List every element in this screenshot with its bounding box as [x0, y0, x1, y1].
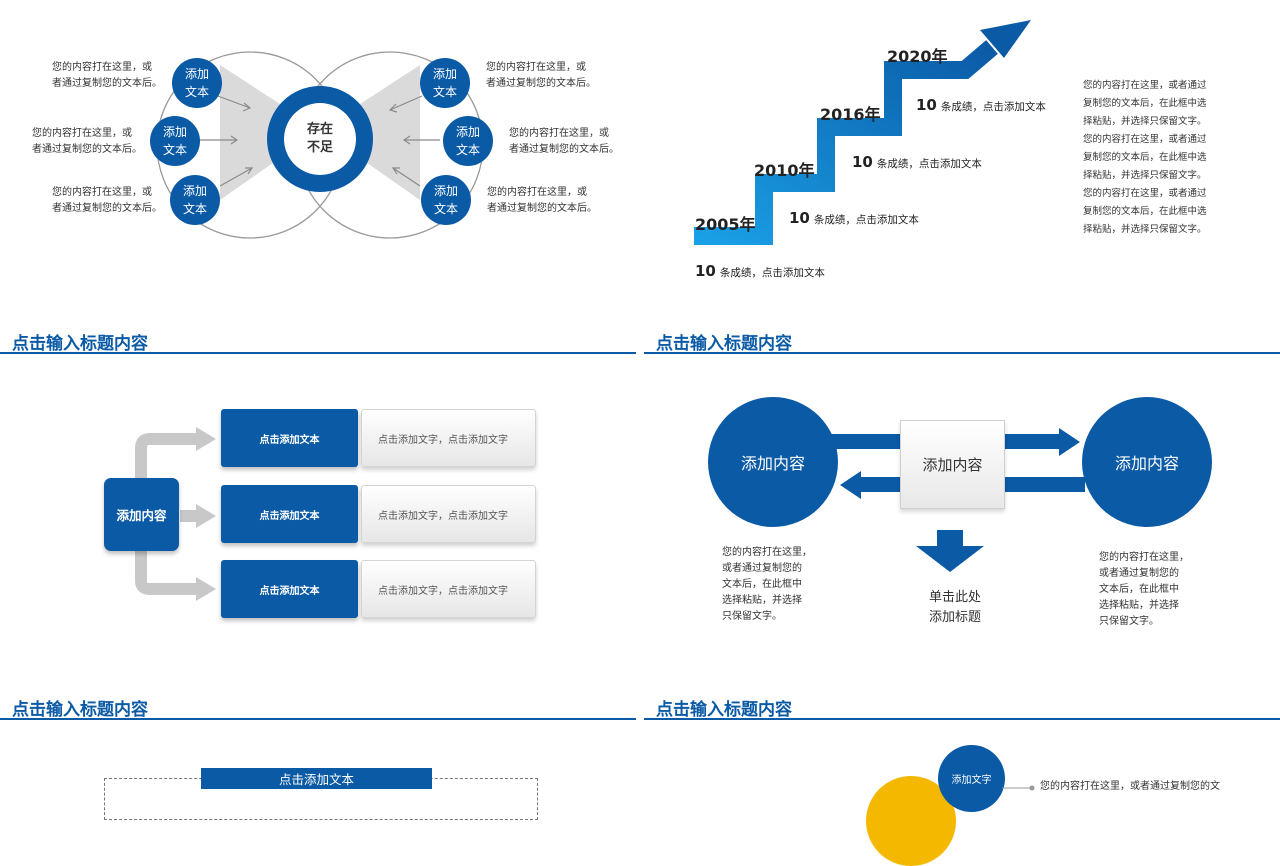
arrowhead-bottom [196, 577, 216, 601]
bottom-right-bar [1003, 477, 1085, 492]
timeline-side-text: 您的内容打在这里，或者通过复制您的文本后，在此框中选择粘贴，并选择只保留文字。 … [1083, 80, 1207, 235]
tree-row-2-desc: 点击添加文字，点击添加文字 [361, 485, 536, 543]
left-text-1: 您的内容打在这里，或者通过复制您的文本后。 [52, 62, 162, 89]
right-text-2: 您的内容打在这里，或者通过复制您的文本后。 [509, 128, 619, 155]
center-label: 存在 不足 [284, 103, 356, 175]
top-left-bar [830, 434, 900, 449]
small-circle-mr: 添加 文本 [443, 116, 493, 166]
tree-row-1-label: 点击添加文本 [221, 409, 358, 467]
connector-top [135, 433, 198, 478]
center-ring: 存在 不足 [267, 86, 373, 192]
section-rule-4 [644, 718, 1280, 720]
left-circle: 添加内容 [708, 397, 838, 527]
left-text-3: 您的内容打在这里，或者通过复制您的文本后。 [52, 187, 162, 214]
exchange-right-text: 您的内容打在这里，或者通过复制您的文本后，在此框中选择粘贴，并选择只保留文字。 [1099, 552, 1189, 627]
left-text-2: 您的内容打在这里，或者通过复制您的文本后。 [32, 128, 142, 155]
section-rule-3 [0, 718, 636, 720]
section-title-3: 点击输入标题内容 [12, 700, 148, 720]
year-2010: 2010年 [754, 161, 815, 180]
small-circle-tr: 添加 文本 [420, 58, 470, 108]
staircase-graphic [694, 20, 1031, 245]
callout-text: 您的内容打在这里，或者通过复制您的文 [1040, 781, 1220, 792]
tree-row-1-desc: 点击添加文字，点击添加文字 [361, 409, 536, 467]
section-rule-2 [644, 352, 1280, 354]
connector-bottom [135, 550, 198, 595]
bottom-left-bar [860, 477, 900, 492]
tree-row-3-desc: 点击添加文字，点击添加文字 [361, 560, 536, 618]
small-circle-br: 添加 文本 [421, 175, 471, 225]
right-text-3: 您的内容打在这里，或者通过复制您的文本后。 [487, 187, 597, 214]
right-arrowhead [1059, 428, 1080, 456]
tree-connectors [135, 427, 216, 601]
tree-row-3-label: 点击添加文本 [221, 560, 358, 618]
small-blue-circle: 添加文字 [938, 745, 1005, 812]
top-right-bar [1003, 434, 1061, 449]
header-box: 点击添加文本 [201, 768, 432, 789]
down-arrow [916, 530, 984, 572]
small-circle-ml: 添加 文本 [150, 116, 200, 166]
section-title-1: 点击输入标题内容 [12, 334, 148, 354]
arrowhead-mid [196, 504, 216, 528]
right-circle: 添加内容 [1082, 397, 1212, 527]
section-title-2: 点击输入标题内容 [656, 334, 792, 354]
section-rule-1 [0, 352, 636, 354]
small-circle-tl: 添加 文本 [172, 58, 222, 108]
arrowhead-top [196, 427, 216, 451]
small-circle-bl: 添加 文本 [170, 175, 220, 225]
callout-line [1002, 785, 1035, 791]
year-2005: 2005年 [695, 215, 756, 234]
exchange-arrows [830, 428, 1085, 572]
tree-root-box: 添加内容 [104, 478, 179, 551]
center-box: 添加内容 [900, 420, 1005, 509]
right-text-1: 您的内容打在这里，或者通过复制您的文本后。 [486, 62, 596, 89]
year-2016: 2016年 [820, 105, 881, 124]
left-arrowhead [840, 471, 861, 499]
staircase-path [694, 40, 998, 245]
exchange-bottom-title: 单击此处添加标题 [928, 590, 981, 625]
left-arrows [200, 95, 254, 187]
staircase-arrowhead [980, 20, 1031, 58]
exchange-left-text: 您的内容打在这里，或者通过复制您的文本后，在此框中选择粘贴，并选择只保留文字。 [722, 547, 812, 622]
tree-row-2-label: 点击添加文本 [221, 485, 358, 543]
section-title-4: 点击输入标题内容 [656, 700, 792, 720]
right-arrows [388, 95, 440, 187]
year-2020: 2020年 [887, 47, 948, 66]
